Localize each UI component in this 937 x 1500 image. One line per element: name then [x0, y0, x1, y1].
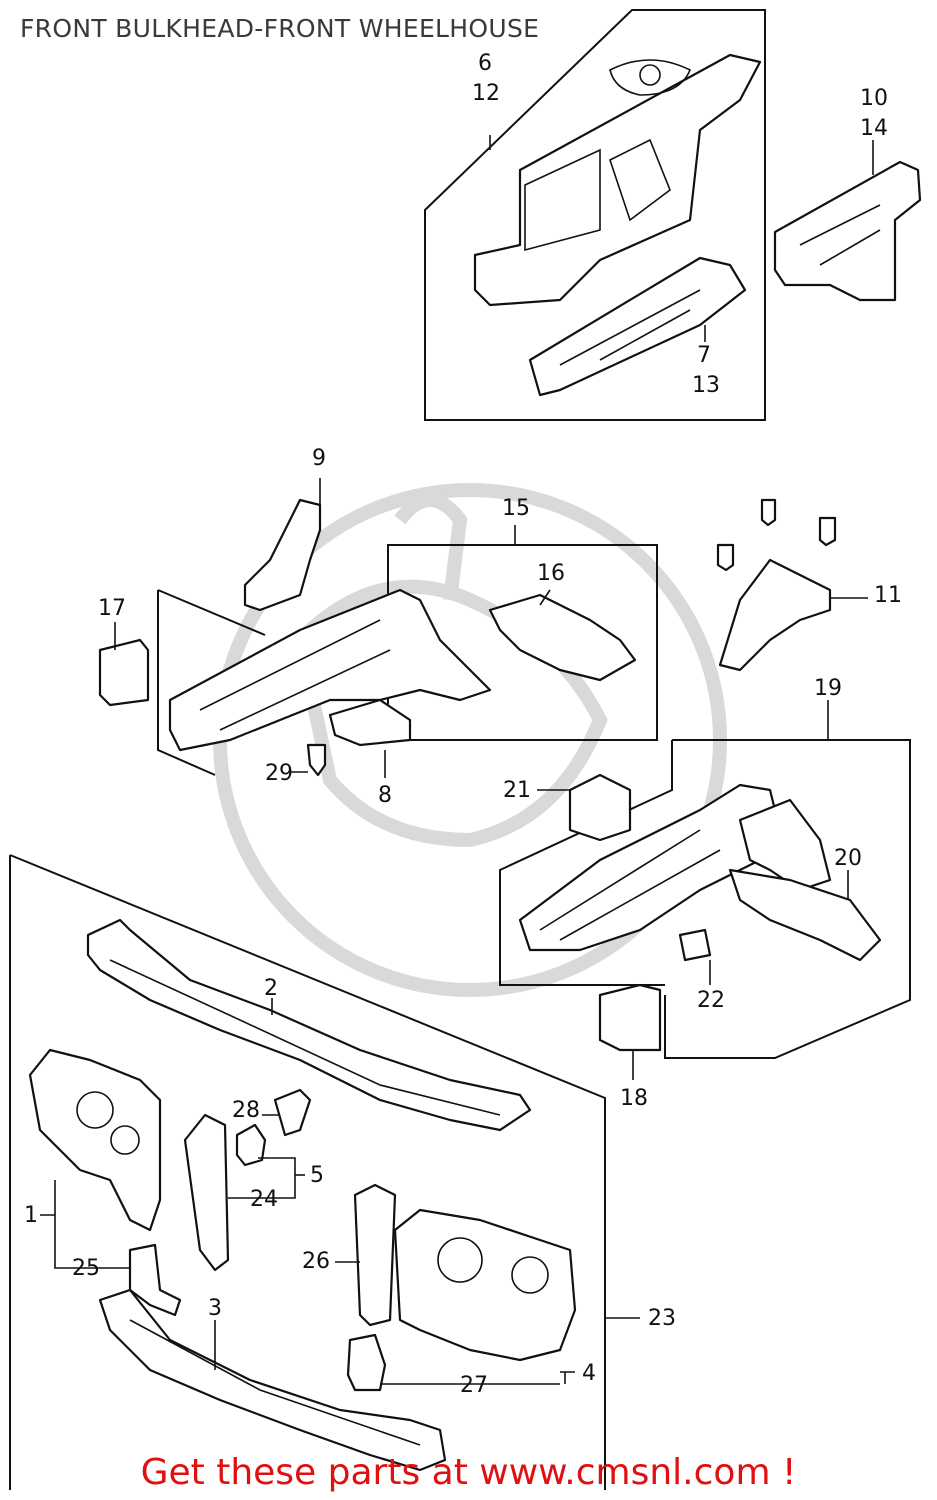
callout-4: 4	[582, 1361, 596, 1386]
callout-3: 3	[208, 1296, 222, 1321]
callout-17: 17	[98, 596, 126, 621]
callout-5: 5	[310, 1163, 324, 1188]
callout-10: 10	[860, 86, 888, 111]
callout-21: 21	[503, 778, 531, 803]
callout-19: 19	[814, 676, 842, 701]
callout-12: 12	[472, 81, 500, 106]
callout-20: 20	[834, 846, 862, 871]
callout-1: 1	[24, 1203, 38, 1228]
callout-28: 28	[232, 1098, 260, 1123]
callout-27: 27	[460, 1373, 488, 1398]
right-frame-group	[499, 498, 911, 1059]
callout-14: 14	[860, 116, 888, 141]
callout-8: 8	[378, 783, 392, 808]
callout-25: 25	[72, 1256, 100, 1281]
callout-23: 23	[648, 1306, 676, 1331]
callout-26: 26	[302, 1249, 330, 1274]
callout-11: 11	[874, 583, 902, 608]
callout-18: 18	[620, 1086, 648, 1111]
bulkhead-group	[9, 854, 606, 1490]
callout-29: 29	[265, 761, 293, 786]
callout-13: 13	[692, 373, 720, 398]
callout-24: 24	[250, 1187, 278, 1212]
callout-2: 2	[264, 976, 278, 1001]
left-frame-group	[98, 498, 658, 777]
diagram-title: FRONT BULKHEAD-FRONT WHEELHOUSE	[20, 14, 540, 43]
callout-9: 9	[312, 446, 326, 471]
callout-6: 6	[478, 51, 492, 76]
callout-15: 15	[502, 496, 530, 521]
upper-frame-group	[424, 9, 922, 421]
callout-16: 16	[537, 561, 565, 586]
promo-footer-link[interactable]: Get these parts at www.cmsnl.com !	[140, 1452, 797, 1493]
callout-7: 7	[697, 343, 711, 368]
callout-22: 22	[697, 988, 725, 1013]
